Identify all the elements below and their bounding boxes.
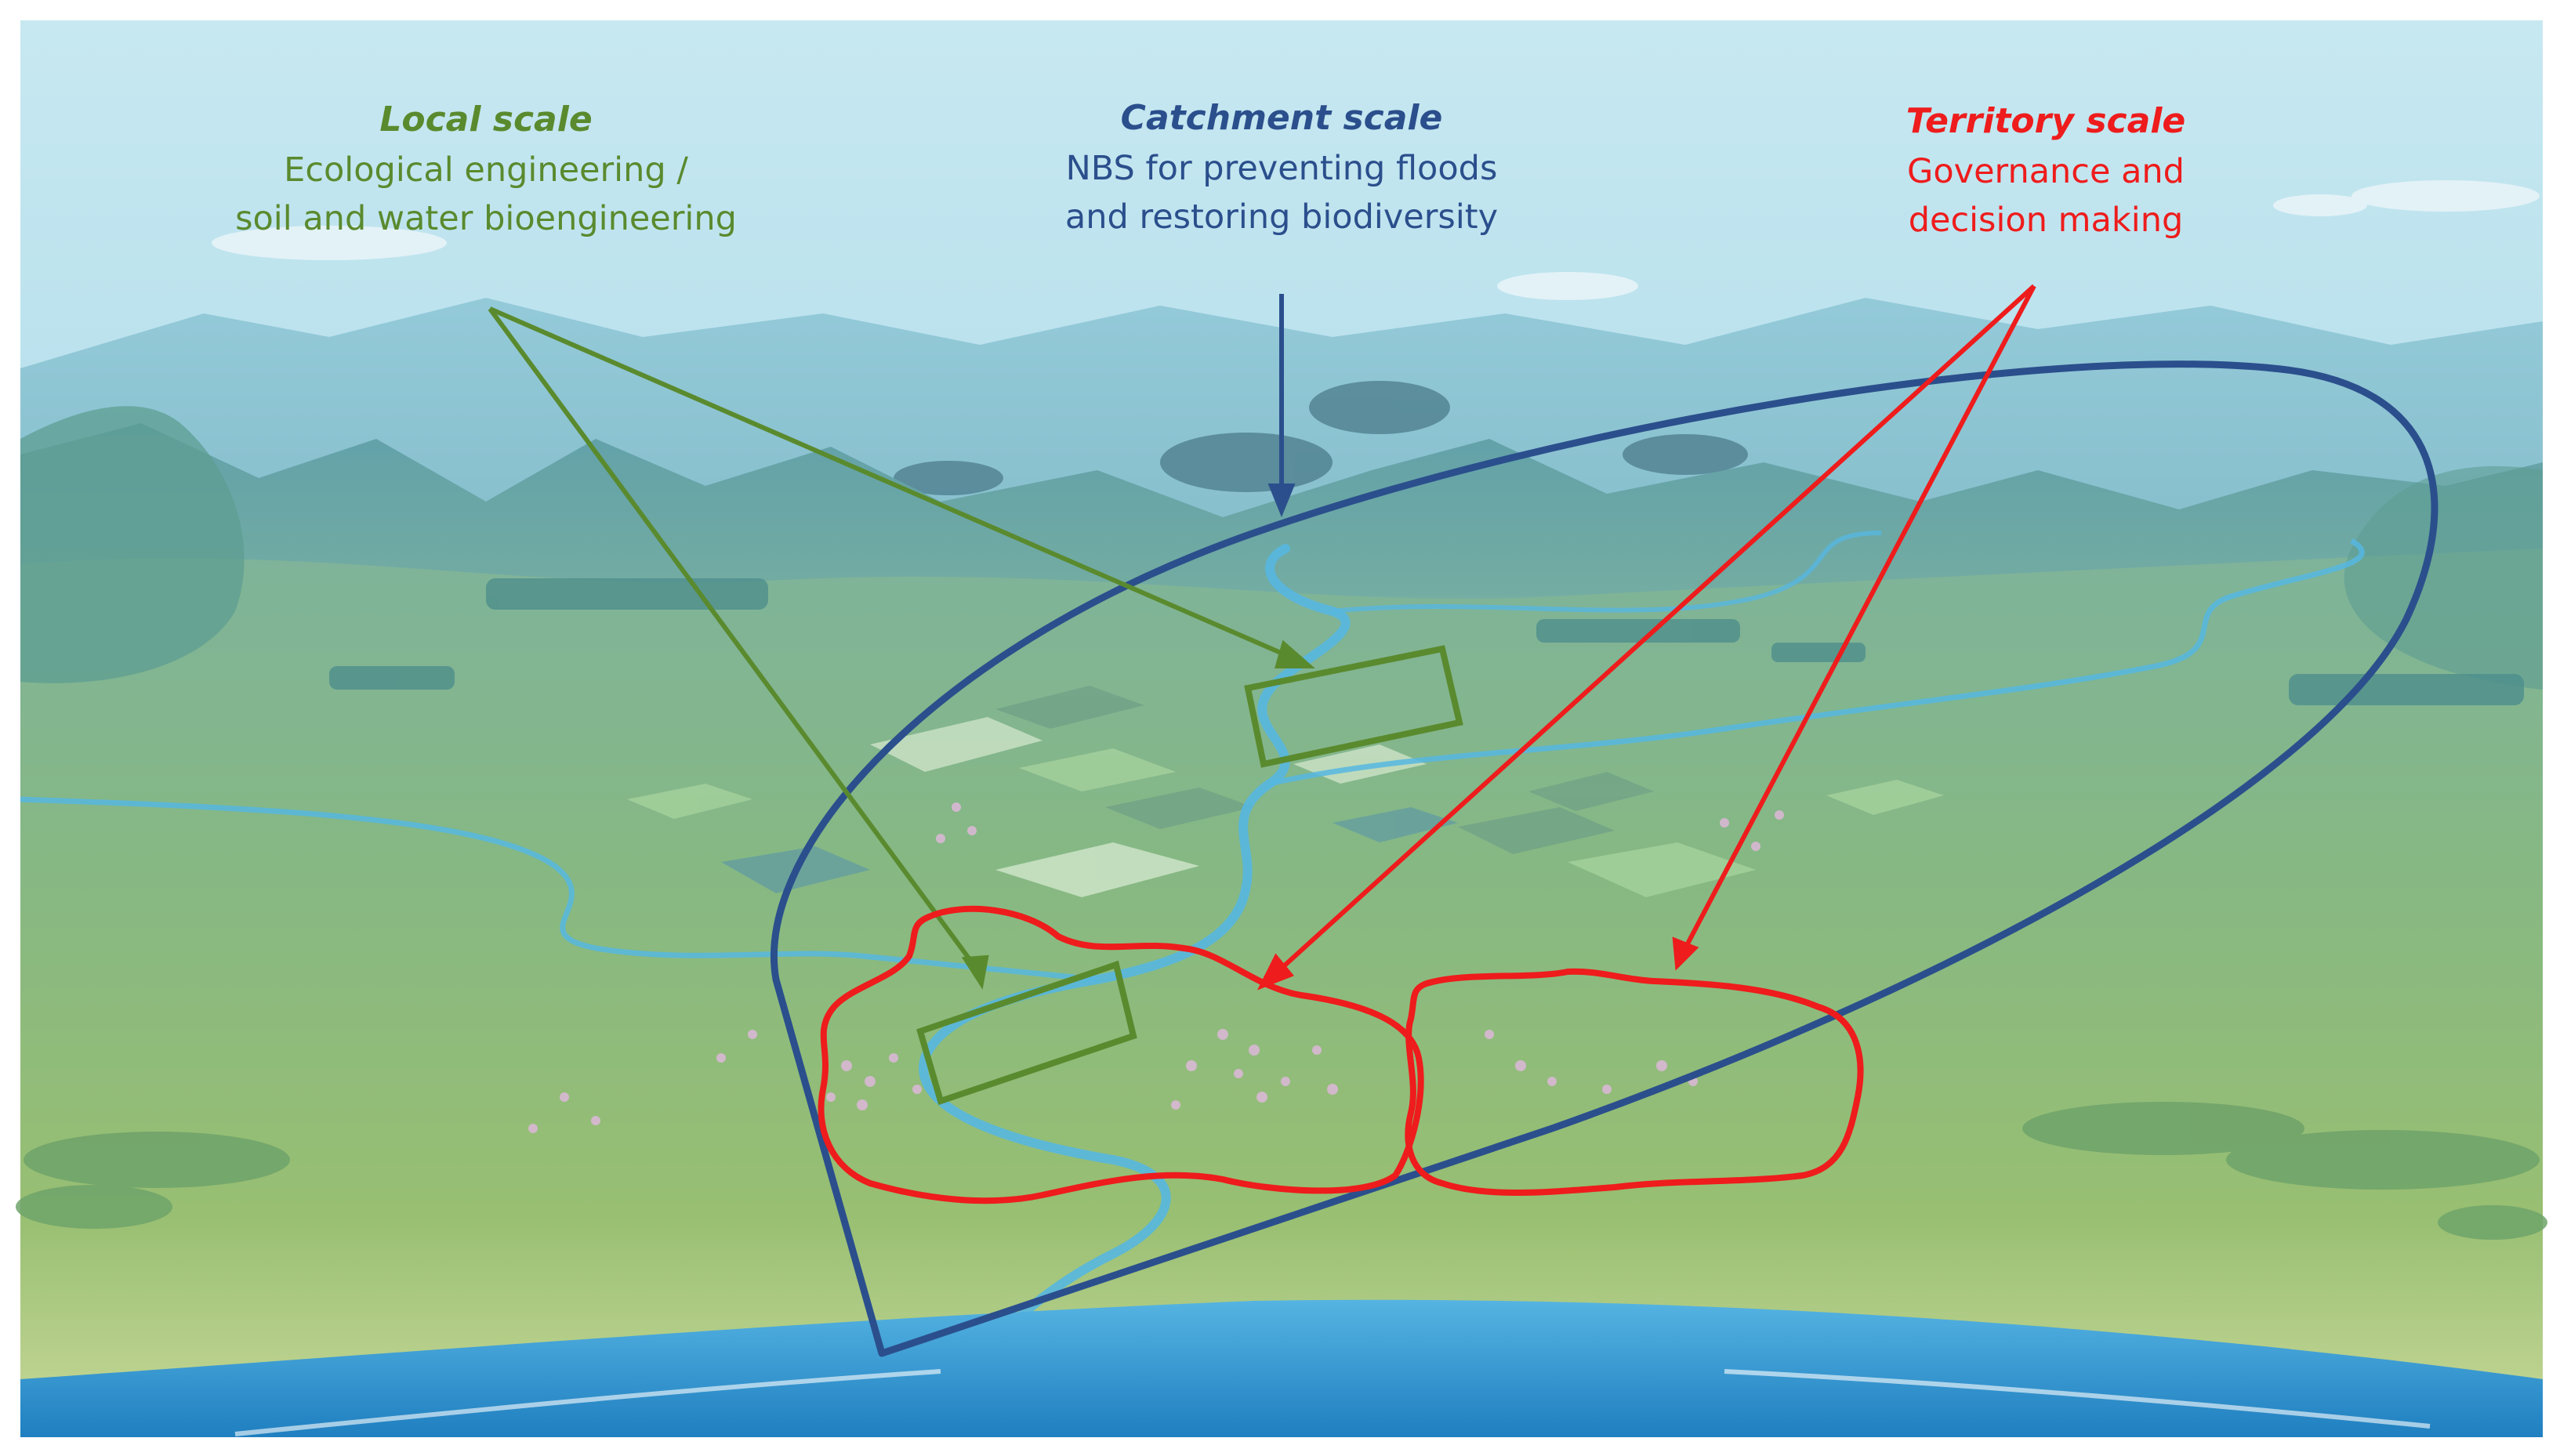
local-scale-desc-line1: Ecological engineering /: [284, 150, 688, 190]
local-arrows: [488, 306, 1315, 991]
local-scale-desc-line2: soil and water bioengineering: [235, 199, 737, 238]
river-branch-left: [20, 796, 1098, 983]
territory-outline-left: [818, 905, 1424, 1204]
catchment-scale-desc-line1: NBS for preventing floods: [1065, 149, 1498, 188]
local-scale-label: Local scale Ecological engineering / soi…: [172, 94, 800, 243]
foreground-bushes: [16, 1102, 2547, 1240]
catchment-scale-desc-line2: and restoring biodiversity: [1064, 197, 1499, 237]
river-branch-north: [1332, 531, 1882, 614]
catchment-arrow: [1267, 294, 1296, 517]
local-scale-title: Local scale: [379, 100, 593, 139]
clouds: [212, 180, 2540, 300]
dark-clouds: [894, 381, 1748, 495]
territory-scale-desc-line2: decision making: [1908, 201, 2184, 240]
right-hills: [2344, 465, 2543, 690]
sea-waves: [234, 1369, 2431, 1436]
town-dots: [528, 802, 1784, 1133]
local-site-rectangles: [916, 645, 1463, 1106]
left-hills: [20, 406, 245, 683]
sea: [20, 1299, 2543, 1437]
territory-zones: [818, 905, 1864, 1204]
territory-arrows: [1256, 284, 2036, 991]
site-rectangle-upper: [1244, 645, 1463, 768]
territory-scale-desc-line1: Governance and: [1907, 152, 2185, 191]
catchment-scale-label: Catchment scale NBS for preventing flood…: [968, 92, 1595, 241]
territory-scale-title: Territory scale: [1905, 101, 2186, 141]
territory-scale-label: Territory scale Governance and decision …: [1771, 96, 2320, 244]
catchment-scale-title: Catchment scale: [1120, 98, 1443, 138]
territory-outline-right: [1405, 968, 1864, 1196]
site-rectangle-lower: [916, 960, 1137, 1106]
river: [919, 544, 1351, 1353]
